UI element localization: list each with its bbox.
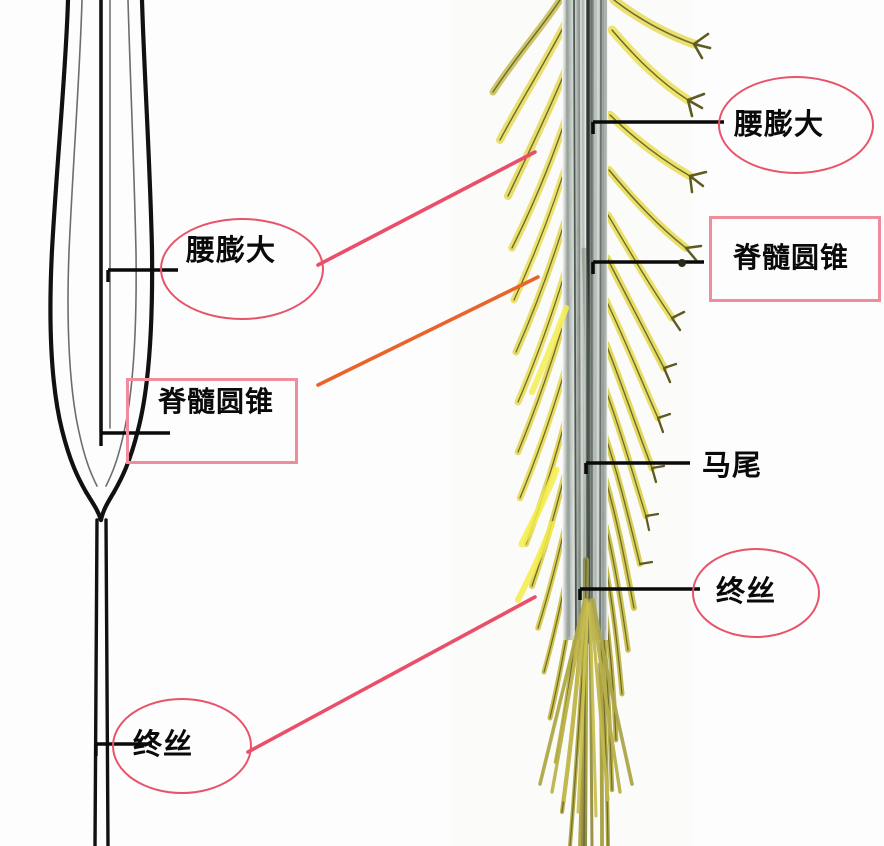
terminal-fan bbox=[538, 598, 634, 818]
ellipse-right-lumbar-enlargement bbox=[718, 76, 874, 174]
ellipse-left-filum-terminale bbox=[112, 698, 252, 794]
ellipse-right-filum-terminale bbox=[692, 548, 820, 638]
connector-conus bbox=[316, 275, 540, 387]
spinal-cord-column bbox=[562, 0, 608, 644]
connector-filum bbox=[246, 595, 537, 754]
label-left-conus-medullaris: 脊髓圆锥 bbox=[158, 386, 275, 417]
label-right-cauda-equina: 马尾 bbox=[702, 450, 763, 482]
rect-left-conus-medullaris bbox=[126, 378, 298, 464]
ellipse-left-lumbar-enlargement bbox=[160, 218, 324, 320]
label-right-filum-terminale: 终丝 bbox=[716, 576, 777, 608]
conus-marker-dot bbox=[678, 259, 686, 267]
cross-connectors bbox=[246, 150, 540, 754]
specimen-highlights bbox=[515, 305, 569, 603]
label-right-conus-medullaris: 脊髓圆锥 bbox=[733, 242, 850, 273]
rect-right-conus-medullaris bbox=[709, 216, 881, 302]
label-right-lumbar-enlargement: 腰膨大 bbox=[734, 109, 825, 141]
connector-lumbar bbox=[316, 150, 537, 267]
schematic-spinal-cord bbox=[48, 0, 155, 846]
specimen-spinal-cord bbox=[452, 0, 712, 846]
label-left-filum-terminale: 终丝 bbox=[133, 729, 194, 761]
specimen-leader-lines bbox=[580, 120, 724, 591]
label-left-lumbar-enlargement: 腰膨大 bbox=[186, 235, 277, 267]
